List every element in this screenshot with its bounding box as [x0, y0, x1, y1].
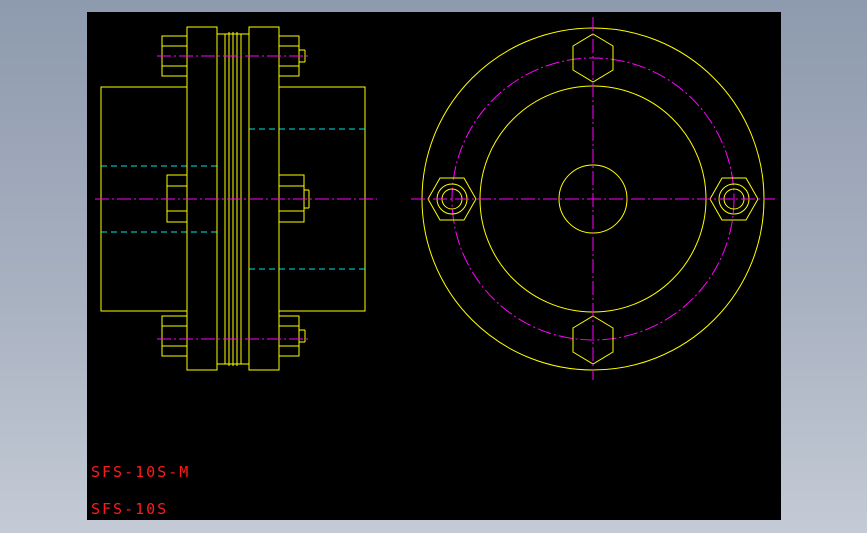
front-view [411, 17, 775, 380]
left-hex-nut-icon [427, 177, 477, 221]
top-hex-bolt-icon [572, 33, 614, 83]
drawing-label-model: SFS-10S [91, 500, 169, 518]
cad-drawing [95, 17, 775, 380]
side-view [95, 26, 377, 371]
bottom-bolt [161, 315, 306, 357]
drawing-label-model-m: SFS-10S-M [91, 463, 191, 481]
cad-drawing-viewport[interactable]: SFS-10S-M SFS-10S [87, 12, 781, 520]
